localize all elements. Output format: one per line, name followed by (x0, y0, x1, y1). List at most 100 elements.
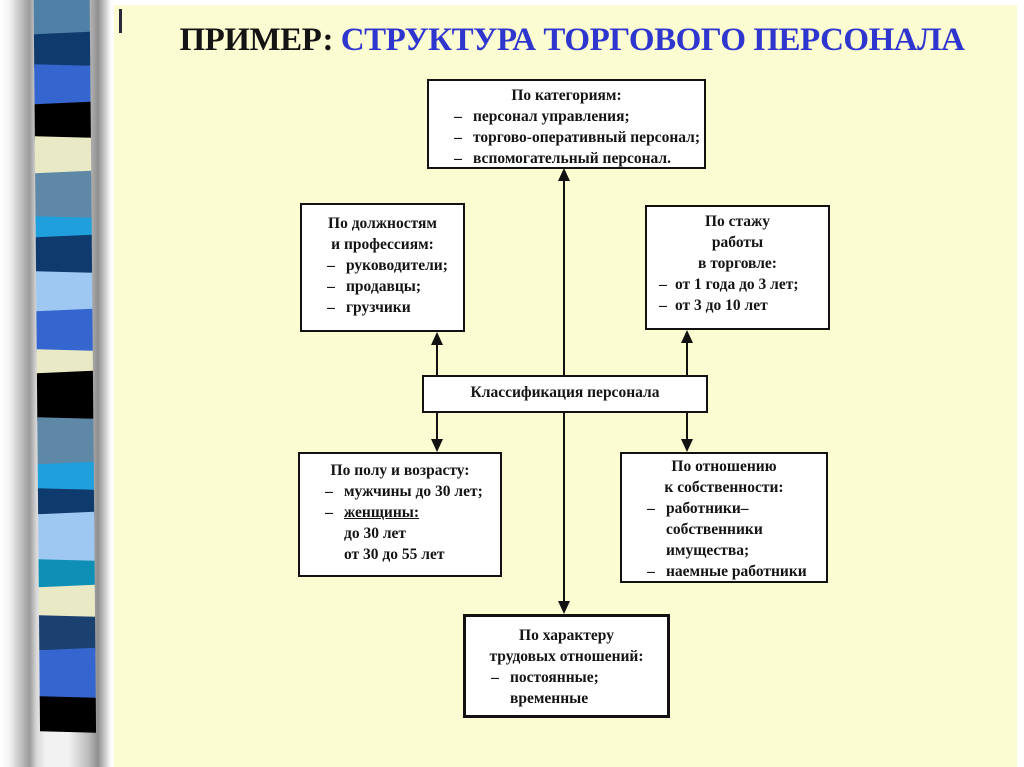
ribbon-segment (39, 647, 96, 701)
list-item: –мужчины до 30 лет; (300, 481, 500, 502)
box-positions-title-line1: По должностям (328, 215, 437, 232)
arrow-line-left-up (436, 344, 438, 376)
ribbon-segment (34, 64, 91, 106)
list-item-text: персонал управления; (473, 108, 630, 125)
box-employment-title-line1: По характеру (519, 627, 614, 644)
box-categories-title: По категориям: (511, 87, 622, 104)
list-item-continuation: до 30 лет (300, 523, 500, 544)
box-gender-age: По полу и возрасту: –мужчины до 30 лет; … (298, 452, 502, 577)
box-employment-type: По характеру трудовых отношений: –постоя… (463, 614, 670, 718)
list-item: –руководители; (302, 255, 463, 276)
arrow-head-down-icon (431, 439, 443, 452)
box-classification: Классификация персонала (422, 375, 708, 413)
list-item: –наемные работники (622, 561, 826, 582)
dash-marker: – (454, 108, 462, 125)
list-item: –от 1 года до 3 лет; (647, 274, 828, 295)
arrow-line-right-down (686, 413, 688, 440)
ribbon-segment (33, 0, 90, 36)
list-item-text: продавцы; (346, 278, 422, 295)
list-item-continuation: имущества; (622, 540, 826, 561)
ribbon-segment (35, 234, 93, 276)
list-item-text: торгово-оперативный персонал; (473, 129, 700, 146)
list-item-text: имущества; (666, 542, 750, 559)
list-item: –торгово-оперативный персонал; (429, 127, 704, 148)
list-item: –постоянные; (466, 667, 667, 688)
list-item: –вспомогательный персонал. (429, 148, 704, 169)
page-title-main: СТРУКТУРА ТОРГОВОГО ПЕРСОНАЛА (340, 22, 965, 58)
box-experience-title-line1: По стажу (704, 213, 771, 230)
ribbon-segment (34, 136, 92, 175)
arrow-head-up-icon (558, 168, 570, 181)
list-item-text: женщины: (344, 504, 420, 521)
decorative-ribbon-column (0, 0, 114, 767)
ribbon-segment (34, 101, 91, 141)
dash-marker: – (454, 150, 462, 167)
ribbon-segment (36, 271, 93, 313)
ribbon-segment (39, 615, 96, 652)
dash-marker: – (647, 563, 655, 580)
dash-marker: – (325, 504, 333, 521)
arrow-head-down-icon (681, 439, 693, 452)
list-item-text: работники– (666, 500, 749, 517)
ribbon-segment (33, 31, 91, 69)
box-ownership: По отношению к собственности: –работники… (620, 452, 828, 583)
arrow-line-center-up (563, 180, 565, 376)
list-item: –продавцы; (302, 276, 463, 297)
box-ownership-title-line1: По отношению (671, 458, 777, 475)
list-item: –работники– (622, 498, 826, 519)
dash-marker: – (327, 299, 335, 316)
list-item-text: собственники (666, 521, 763, 538)
list-item-text: руководители; (346, 257, 448, 274)
list-item-text: мужчины до 30 лет; (344, 483, 483, 500)
list-item: –от 3 до 10 лет (647, 295, 828, 316)
dash-marker: – (325, 483, 333, 500)
ribbon-segment (36, 308, 93, 354)
dash-marker: – (659, 297, 667, 314)
ribbon-segment (38, 584, 96, 620)
list-item-text: временные (510, 690, 589, 707)
box-experience-title-line3: в торговле: (698, 255, 777, 272)
ribbon-segment (36, 370, 94, 422)
dash-marker: – (659, 276, 667, 293)
box-ownership-title-line2: к собственности: (664, 479, 784, 496)
arrow-head-up-icon (431, 332, 443, 345)
list-item-text: от 1 года до 3 лет; (675, 276, 799, 293)
decorative-ribbon-strip (33, 0, 97, 767)
dash-marker: – (327, 257, 335, 274)
list-item-text: вспомогательный персонал. (473, 150, 671, 167)
title-tick-mark (119, 9, 122, 33)
dash-marker: – (491, 669, 499, 686)
box-classification-title: Классификация персонала (470, 384, 660, 401)
ribbon-segment (37, 417, 94, 466)
box-work-experience: По стажу работы в торговле: –от 1 года д… (645, 205, 830, 330)
page-title-prefix: ПРИМЕР: (179, 22, 341, 58)
box-employment-title-line2: трудовых отношений: (489, 648, 644, 665)
list-item: –женщины: (300, 502, 500, 523)
arrow-line-right-up (686, 342, 688, 376)
arrow-line-left-down (436, 413, 438, 440)
list-item: –грузчики (302, 297, 463, 318)
ribbon-segment (39, 696, 97, 733)
list-item-continuation: от 30 до 55 лет (300, 544, 500, 565)
ribbon-segment (35, 170, 92, 221)
list-item-text: от 3 до 10 лет (675, 297, 768, 314)
arrow-line-center-down (563, 413, 565, 602)
list-item-text: от 30 до 55 лет (344, 546, 445, 563)
dash-marker: – (327, 278, 335, 295)
ribbon-segment (38, 511, 95, 564)
list-item-text: грузчики (346, 299, 411, 316)
list-item-text: постоянные; (510, 669, 599, 686)
box-gender-age-title: По полу и возрасту: (330, 462, 470, 479)
list-item-text: до 30 лет (344, 525, 407, 542)
list-item: –персонал управления; (429, 106, 704, 127)
list-item-continuation: временные (466, 688, 667, 709)
box-categories: По категориям: –персонал управления; –то… (427, 79, 706, 169)
box-positions-professions: По должностям и профессиям: –руководител… (300, 203, 465, 332)
list-item-continuation: собственники (622, 519, 826, 540)
box-experience-title-line2: работы (711, 234, 764, 251)
dash-marker: – (647, 500, 655, 517)
arrow-head-up-icon (681, 330, 693, 343)
dash-marker: – (454, 129, 462, 146)
box-positions-title-line2: и профессиям: (331, 236, 434, 253)
